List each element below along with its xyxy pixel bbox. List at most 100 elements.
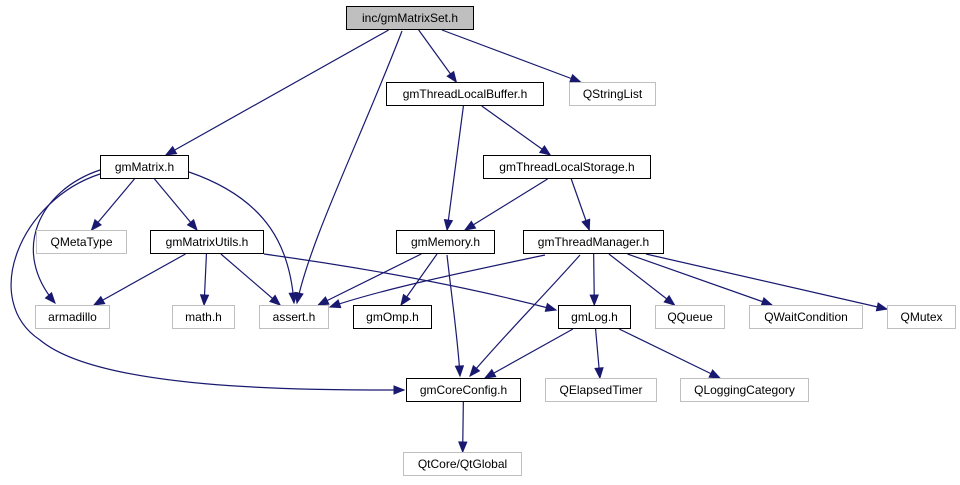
node-QQueue: QQueue [655,305,725,329]
node-QMetaType: QMetaType [36,230,127,254]
edge-gmThreadManager-to-gmCoreConfig [469,254,581,378]
arrowhead-icon [328,299,342,309]
node-label: gmOmp.h [366,310,419,324]
arrowhead-icon [44,291,56,305]
edge-line [10,173,405,391]
edge-gmMatrix-to-QMetaType [90,178,135,232]
node-label: QWaitCondition [764,310,848,324]
edge-gmThreadLocalBuffer-to-gmMemory [443,105,465,232]
edge-line [469,254,581,377]
node-armadillo: armadillo [35,305,110,329]
edge-gmThreadLocalBuffer-to-gmThreadLocalStorage [481,105,552,156]
edge-line [627,253,773,306]
edge-line [618,328,721,379]
arrowhead-icon [164,145,178,156]
arrowhead-icon [589,294,599,307]
edge-gmMemory-to-gmCoreConfig [446,254,465,378]
node-label: gmMatrix.h [114,160,175,174]
edge-line [446,105,465,231]
edge-line [154,178,198,231]
node-QElapsedTimer: QElapsedTimer [545,378,657,402]
node-label: gmMatrixUtils.h [165,235,249,249]
node-label: gmThreadLocalBuffer.h [402,87,528,101]
node-gmThreadManager[interactable]: gmThreadManager.h [523,230,664,254]
node-label: math.h [185,310,222,324]
arrowhead-icon [393,385,406,395]
edge-gmMatrix-to-gmMatrixUtils [154,178,198,232]
node-QLoggingCategory: QLoggingCategory [680,378,809,402]
edge-line [220,253,281,306]
arrowhead-icon [288,292,298,305]
node-gmLog[interactable]: gmLog.h [558,305,631,329]
edge-line [329,254,546,308]
edge-line [32,169,101,304]
edge-gmMatrix-to-gmCoreConfig [10,173,406,395]
arrowhead-icon [443,218,454,232]
node-gmOmp[interactable]: gmOmp.h [353,305,432,329]
node-gmThreadLocalStorage[interactable]: gmThreadLocalStorage.h [483,155,651,179]
node-label: gmThreadManager.h [537,235,650,249]
node-gmCoreConfig[interactable]: gmCoreConfig.h [406,378,521,402]
edge-line [645,253,888,310]
edge-gmThreadLocalStorage-to-gmThreadManager [570,178,591,232]
edge-gmThreadLocalStorage-to-gmMemory [463,178,548,231]
node-QWaitCondition: QWaitCondition [749,305,863,329]
edge-gmMatrixUtils-to-math [199,253,210,307]
arrowhead-icon [875,302,889,312]
edge-line [446,254,461,377]
edge-gmLog-to-gmCoreConfig [483,328,574,379]
edge-line [608,253,675,306]
edge-gmMatrix-to-armadillo [32,169,101,305]
edge-line [481,105,551,156]
node-label: QMetaType [50,235,113,249]
edge-line [188,171,295,304]
node-label: QQueue [667,310,713,324]
node-gmMatrixUtils[interactable]: gmMatrixUtils.h [150,230,264,254]
node-assert: assert.h [259,305,329,329]
edge-line [317,253,422,306]
node-label: QLoggingCategory [694,383,795,397]
edge-gmLog-to-QElapsedTimer [594,328,604,380]
edge-gmThreadManager-to-QQueue [608,253,676,306]
edge-line [464,178,548,231]
node-math: math.h [172,305,235,329]
arrowhead-icon [90,218,102,232]
node-gmMemory[interactable]: gmMemory.h [396,230,495,254]
edge-line [418,29,457,83]
edge-line [296,30,403,304]
node-label: QElapsedTimer [559,383,643,397]
node-gmThreadLocalBuffer[interactable]: gmThreadLocalBuffer.h [386,82,544,106]
node-label: gmMemory.h [410,235,481,249]
edge-root-to-QStringList [441,29,582,83]
node-label: gmLog.h [571,310,618,324]
arrowhead-icon [269,294,282,306]
node-label: gmThreadLocalStorage.h [499,160,635,174]
edge-line [165,29,389,156]
edge-gmLog-to-QLoggingCategory [618,328,722,379]
node-label: QMutex [900,310,943,324]
arrowhead-icon [400,293,411,307]
edge-line [93,253,186,306]
edge-gmThreadManager-to-QMutex [645,253,889,312]
node-root[interactable]: inc/gmMatrixSet.h [346,6,474,30]
edge-root-to-gmMatrix [164,29,389,156]
arrowhead-icon [544,302,558,312]
edge-gmThreadManager-to-assert [328,254,546,309]
node-QMutex: QMutex [887,305,956,329]
edge-gmMemory-to-gmOmp [400,253,438,307]
edge-gmCoreConfig-to-QtGlobal [458,401,468,454]
arrowhead-icon [186,218,198,232]
node-gmMatrix[interactable]: gmMatrix.h [100,155,189,179]
edge-gmMatrixUtils-to-assert [220,253,282,306]
arrowhead-icon [463,220,477,231]
node-label: assert.h [272,310,316,324]
arrowhead-icon [538,145,552,156]
arrowhead-icon [446,70,458,84]
arrowhead-icon [663,294,676,306]
edge-root-to-assert [294,30,403,305]
node-label: QStringList [582,87,643,101]
arrowhead-icon [199,294,210,307]
edge-gmThreadManager-to-QWaitCondition [627,253,774,306]
arrowhead-icon [483,368,497,379]
node-label: QtCore/QtGlobal [417,457,508,471]
